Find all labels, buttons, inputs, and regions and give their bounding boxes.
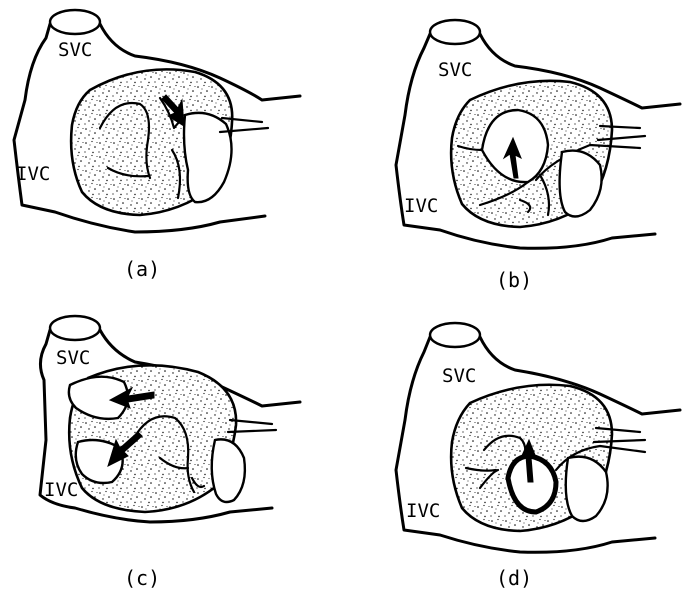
ivc-label: IVC xyxy=(44,479,78,501)
svc-label: SVC xyxy=(58,39,92,61)
ivc-label: IVC xyxy=(16,163,50,185)
panel-caption: (d) xyxy=(496,566,532,590)
ivc-label: IVC xyxy=(406,500,440,522)
panel-caption: (b) xyxy=(496,268,532,292)
svc-label: SVC xyxy=(56,347,90,369)
panel-caption: (a) xyxy=(124,257,160,281)
panel-d: SVC IVC (d) xyxy=(396,323,680,590)
panel-caption: (c) xyxy=(124,566,160,590)
panel-b: SVC IVC (b) xyxy=(396,20,680,292)
svc-label: SVC xyxy=(442,365,476,387)
ivc-label: IVC xyxy=(404,195,438,217)
svc-label: SVC xyxy=(438,59,472,81)
panel-c: SVC IVC (c) xyxy=(40,316,300,590)
panel-a: SVC IVC (a) xyxy=(14,10,300,281)
